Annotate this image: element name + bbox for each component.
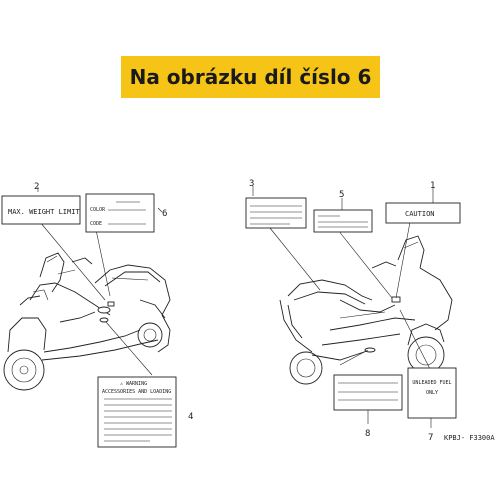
unleaded-fuel-line1: UNLEADED FUEL <box>412 380 451 386</box>
caution-text: CAUTION <box>405 210 435 218</box>
left-scooter <box>3 252 171 391</box>
label-5 <box>313 209 373 233</box>
label-8 <box>333 374 403 411</box>
color-text: COLOR <box>90 207 106 213</box>
callout-4: 4 <box>188 412 193 422</box>
right-leader-lines <box>252 186 434 428</box>
callout-7: 7 <box>428 433 433 443</box>
code-text: CODE <box>90 221 102 227</box>
callout-5: 5 <box>339 190 344 200</box>
label-max-weight: MAX. WEIGHT LIMIT <box>1 195 81 225</box>
accessories-text: ACCESSORIES AND LOADING <box>102 389 171 395</box>
callout-1: 1 <box>430 181 435 191</box>
label-3 <box>245 197 307 229</box>
label-color-code: COLOR CODE <box>85 193 155 233</box>
banner-title: Na obrázku díl číslo 6 <box>129 65 372 89</box>
warning-text: ⚠ WARNING <box>120 381 147 387</box>
callout-6: 6 <box>162 209 167 219</box>
callout-8: 8 <box>365 429 370 439</box>
label-warning-accessories: ⚠ WARNING ACCESSORIES AND LOADING <box>97 376 177 448</box>
diagram-code: KPBJ- F3300A <box>444 434 495 442</box>
callout-2: 2 <box>34 182 39 192</box>
label-unleaded-fuel: UNLEADED FUEL ONLY <box>407 367 457 419</box>
title-banner: Na obrázku díl číslo 6 <box>121 56 380 98</box>
label-caution: CAUTION <box>385 202 461 224</box>
callout-3: 3 <box>249 179 254 189</box>
left-leader-lines <box>37 187 163 376</box>
max-weight-text: MAX. WEIGHT LIMIT <box>8 208 80 216</box>
unleaded-fuel-line2: ONLY <box>426 390 438 396</box>
right-scooter <box>279 235 453 385</box>
